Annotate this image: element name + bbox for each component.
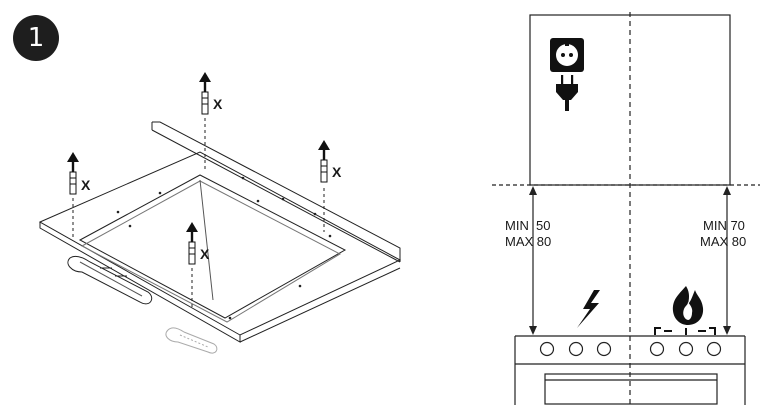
power-plug-icon xyxy=(556,75,578,111)
clearance-diagram xyxy=(492,12,760,405)
screw-label-2: X xyxy=(81,177,91,193)
gas-min-clearance: MIN 70 xyxy=(703,218,745,233)
screw-1 xyxy=(199,72,211,170)
screw-label-4: X xyxy=(200,246,210,262)
flame-icon xyxy=(654,286,716,335)
step-number-badge: 1 xyxy=(13,15,59,61)
screw-label-3: X xyxy=(332,164,342,180)
step-number: 1 xyxy=(27,23,45,53)
power-socket-icon xyxy=(550,38,584,72)
cooker xyxy=(514,335,746,405)
screw-2 xyxy=(67,152,79,240)
electric-dimension-arrow xyxy=(529,186,537,335)
screw-label-1: X xyxy=(213,96,223,112)
hood-isometric xyxy=(38,121,402,354)
electric-min-clearance: MIN 50 xyxy=(505,218,551,233)
electric-max-clearance: MAX 80 xyxy=(505,234,552,249)
screw-fixings xyxy=(67,72,330,308)
gas-dimension-arrow xyxy=(723,186,731,335)
grease-filter-slot xyxy=(67,255,153,305)
control-knobs xyxy=(539,341,722,357)
screw-3 xyxy=(318,140,330,232)
dropped-filter-ghost xyxy=(165,327,218,354)
gas-max-clearance: MAX 80 xyxy=(700,234,747,249)
lightning-bolt-icon xyxy=(577,290,600,328)
screw-4 xyxy=(186,222,198,308)
